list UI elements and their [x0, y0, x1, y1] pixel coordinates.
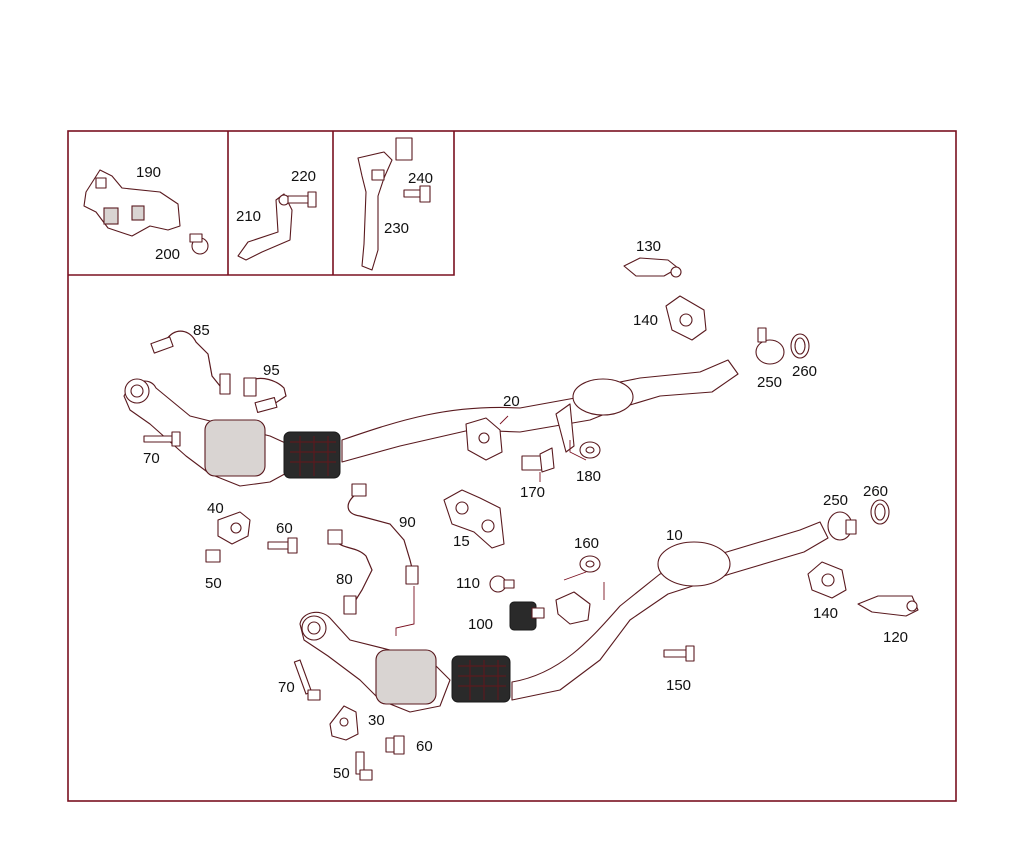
- label-150: 150: [666, 677, 691, 694]
- label-110: 110: [456, 575, 480, 592]
- bracket-120: [857, 595, 919, 617]
- bolt-110: [489, 575, 515, 593]
- label-50-lower: 50: [333, 765, 350, 782]
- label-240: 240: [408, 170, 433, 187]
- label-100: 100: [468, 616, 493, 633]
- label-40: 40: [207, 500, 224, 517]
- label-60-lower: 60: [416, 738, 433, 755]
- bracket-40: [217, 511, 251, 545]
- hanger-gasket-15: [443, 489, 505, 549]
- hanger-bracket-130: [623, 257, 682, 278]
- bolt-60-upper: [267, 537, 298, 554]
- rubber-mount-140-lower: [807, 561, 847, 599]
- bolt-240: [403, 185, 431, 203]
- oxygen-sensor-85: [150, 330, 231, 395]
- nut-50-upper: [205, 549, 221, 563]
- label-120: 120: [883, 629, 908, 646]
- label-90: 90: [399, 514, 416, 531]
- rubber-mount-140-upper: [665, 295, 707, 341]
- washer-180: [579, 441, 601, 459]
- label-180: 180: [576, 468, 601, 485]
- bracket-180-upper: [555, 403, 575, 453]
- label-60-upper: 60: [276, 520, 293, 537]
- label-250-upper: 250: [757, 374, 782, 391]
- label-170: 170: [520, 484, 545, 501]
- label-260-lower: 260: [863, 483, 888, 500]
- label-160: 160: [574, 535, 599, 552]
- bolt-70-lower: [293, 659, 321, 701]
- label-50-upper: 50: [205, 575, 222, 592]
- label-250-lower: 250: [823, 492, 848, 509]
- clamp-170: [521, 447, 555, 473]
- label-70-upper: 70: [143, 450, 160, 467]
- diagram-frame: [67, 130, 957, 802]
- rubber-mount-100: [509, 601, 545, 631]
- label-10: 10: [666, 527, 683, 544]
- label-20: 20: [503, 393, 520, 410]
- label-70-lower: 70: [278, 679, 295, 696]
- hanger-15-upper: [465, 417, 503, 461]
- clamp-250-lower: [827, 511, 857, 541]
- lower-exhaust-pipe-10: [299, 521, 829, 713]
- label-220: 220: [291, 168, 316, 185]
- label-190: 190: [136, 164, 161, 181]
- bracket-230: [357, 137, 413, 271]
- upper-exhaust-pipe-20: [123, 359, 739, 487]
- label-15: 15: [453, 533, 470, 550]
- label-30: 30: [368, 712, 385, 729]
- part-labels: 190 200 220 210 240 230 130 140 85 95 25…: [136, 164, 908, 782]
- label-130: 130: [636, 238, 661, 255]
- bolt-60-lower: [385, 735, 405, 755]
- label-85: 85: [193, 322, 210, 339]
- ring-260-lower: [870, 499, 890, 525]
- label-80: 80: [336, 571, 353, 588]
- bracket-30: [329, 705, 359, 741]
- leader-lines: [395, 415, 605, 636]
- oxygen-sensor-80: [327, 529, 373, 615]
- bracket-190: [83, 169, 181, 237]
- label-140-upper: 140: [633, 312, 658, 329]
- oxygen-sensor-90: [347, 483, 419, 585]
- ring-260-upper: [790, 333, 810, 359]
- label-95: 95: [263, 362, 280, 379]
- bolt-70-upper: [143, 431, 181, 447]
- bolt-200: [189, 233, 209, 255]
- label-210: 210: [236, 208, 261, 225]
- washer-160: [579, 555, 601, 573]
- bracket-210: [237, 193, 293, 261]
- label-230: 230: [384, 220, 409, 237]
- label-200: 200: [155, 246, 180, 263]
- oxygen-sensor-95: [243, 377, 287, 413]
- nut-50-lower: [355, 751, 373, 781]
- label-140-lower: 140: [813, 605, 838, 622]
- label-260-upper: 260: [792, 363, 817, 380]
- clamp-250-upper: [755, 327, 785, 365]
- bolt-150: [663, 645, 695, 662]
- bolt-220: [287, 191, 317, 208]
